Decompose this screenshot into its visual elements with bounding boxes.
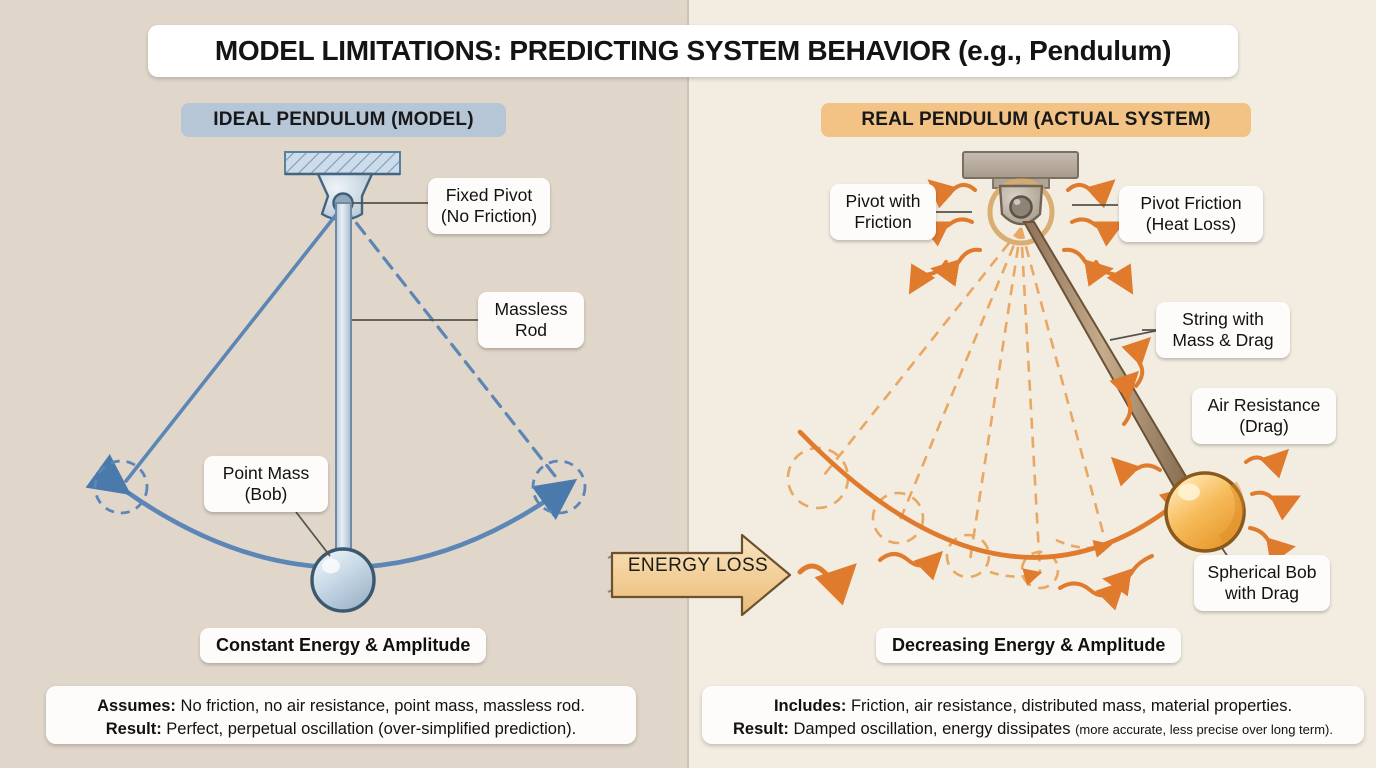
callout-line-2: Mass & Drag — [1172, 330, 1274, 350]
footer-ideal-text-1: No friction, no air resistance, point ma… — [180, 697, 585, 715]
footer-real-text-2: Damped oscillation, energy dissipates — [793, 720, 1071, 739]
status-real: Decreasing Energy & Amplitude — [876, 628, 1182, 663]
footer-real-line-1: Includes: Friction, air resistance, dist… — [716, 695, 1350, 718]
callout-massless-rod: Massless Rod — [478, 292, 584, 348]
callout-line-2: (Heat Loss) — [1145, 214, 1237, 234]
page-title: MODEL LIMITATIONS: PREDICTING SYSTEM BEH… — [148, 25, 1238, 77]
footer-ideal-line-2: Result: Perfect, perpetual oscillation (… — [60, 718, 622, 741]
callout-line-2: (Drag) — [1239, 416, 1289, 436]
section-header-real: REAL PENDULUM (ACTUAL SYSTEM) — [821, 103, 1251, 137]
callout-line-1: Fixed Pivot — [445, 185, 533, 205]
callout-line-2: Rod — [514, 320, 548, 340]
footer-ideal-label-2: Result: — [105, 720, 162, 739]
callout-string-with-mass-drag: String with Mass & Drag — [1156, 302, 1290, 358]
footer-real-label-1: Includes: — [773, 697, 847, 715]
callout-line-1: Spherical Bob — [1207, 562, 1317, 582]
status-ideal: Constant Energy & Amplitude — [200, 628, 487, 663]
callout-line-1: Air Resistance — [1207, 395, 1321, 415]
callout-fixed-pivot: Fixed Pivot (No Friction) — [428, 178, 550, 234]
callout-air-resistance: Air Resistance (Drag) — [1192, 388, 1336, 444]
section-header-ideal-label: IDEAL PENDULUM (MODEL) — [213, 109, 474, 130]
callout-line-1: Massless — [494, 299, 568, 319]
callout-line-2: (Bob) — [244, 484, 288, 504]
energy-loss-label: ENERGY LOSS — [627, 555, 769, 576]
footer-ideal-text-2: Perfect, perpetual oscillation (over-sim… — [166, 720, 577, 739]
footer-ideal-label-1: Assumes: — [97, 697, 176, 715]
footer-real-label-2: Result: — [732, 720, 789, 739]
callout-line-1: Point Mass — [222, 463, 310, 483]
callout-line-1: Pivot with — [845, 191, 921, 211]
section-header-ideal: IDEAL PENDULUM (MODEL) — [181, 103, 506, 137]
callout-point-mass: Point Mass (Bob) — [204, 456, 328, 512]
callout-line-2: Friction — [854, 212, 912, 232]
callout-line-2: with Drag — [1225, 583, 1299, 603]
callout-spherical-bob-with-drag: Spherical Bob with Drag — [1194, 555, 1330, 611]
section-header-real-label: REAL PENDULUM (ACTUAL SYSTEM) — [861, 109, 1211, 130]
panel-divider — [687, 0, 689, 768]
footer-real: Includes: Friction, air resistance, dist… — [702, 686, 1364, 744]
footer-real-text-1: Friction, air resistance, distributed ma… — [850, 697, 1293, 715]
footer-real-note: (more accurate, less precise over long t… — [1075, 722, 1334, 738]
page-title-text: MODEL LIMITATIONS: PREDICTING SYSTEM BEH… — [214, 35, 1172, 66]
callout-line-2: (No Friction) — [440, 206, 538, 226]
footer-ideal-line-1: Assumes: No friction, no air resistance,… — [60, 695, 622, 718]
callout-pivot-friction-heat-loss: Pivot Friction (Heat Loss) — [1119, 186, 1263, 242]
callout-pivot-with-friction: Pivot with Friction — [830, 184, 936, 240]
footer-ideal: Assumes: No friction, no air resistance,… — [46, 686, 636, 744]
footer-real-line-2: Result: Damped oscillation, energy dissi… — [716, 718, 1350, 741]
callout-line-1: String with — [1182, 309, 1264, 329]
callout-line-1: Pivot Friction — [1140, 193, 1242, 213]
